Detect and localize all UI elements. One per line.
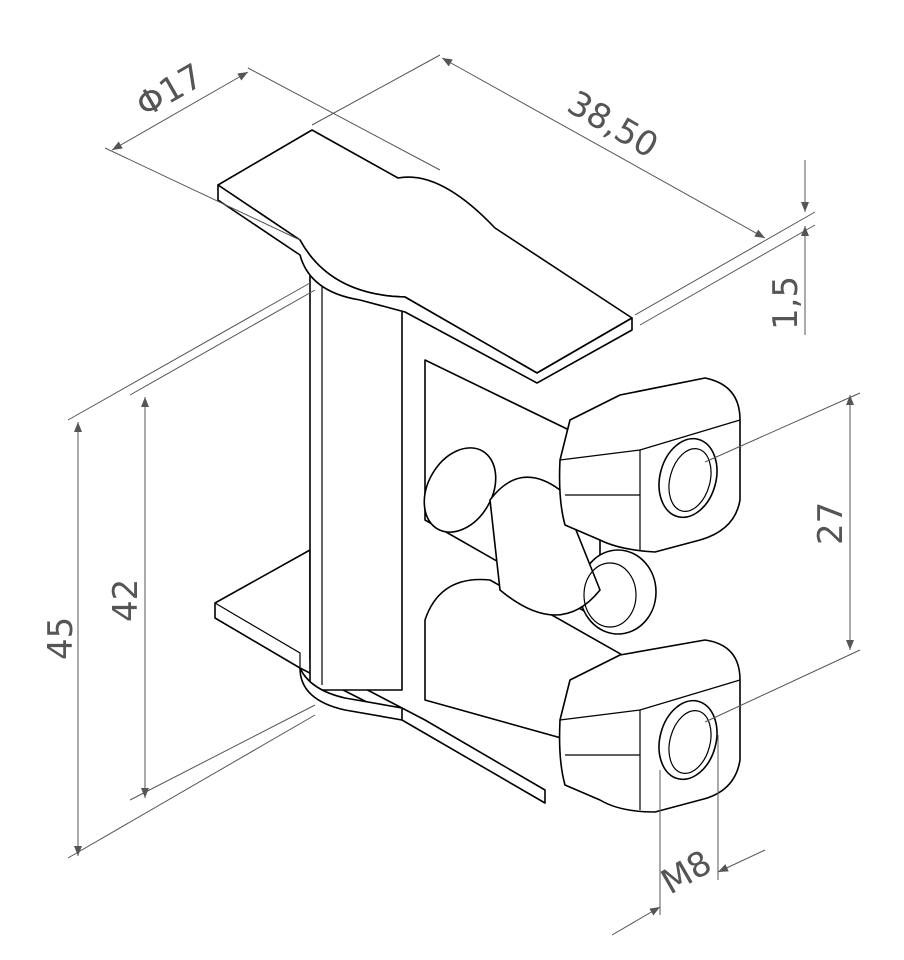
dim-diameter-label: Φ17: [130, 56, 211, 126]
dim-thickness-label: 1,5: [766, 276, 806, 330]
dimension-lines: [67, 54, 861, 936]
lower-t-nut: [558, 639, 741, 813]
dim-thread-label: M8: [655, 843, 719, 903]
dim-inner-height-label: 42: [106, 579, 146, 622]
dim-length-label: 38,50: [561, 83, 665, 166]
middle-cylinders: [423, 359, 657, 635]
dim-nut-spacing-label: 27: [811, 502, 851, 545]
central-cylinder: [299, 269, 403, 721]
dim-overall-height-label: 45: [41, 617, 81, 660]
top-plate: [217, 129, 633, 384]
upper-t-nut: [558, 377, 741, 553]
